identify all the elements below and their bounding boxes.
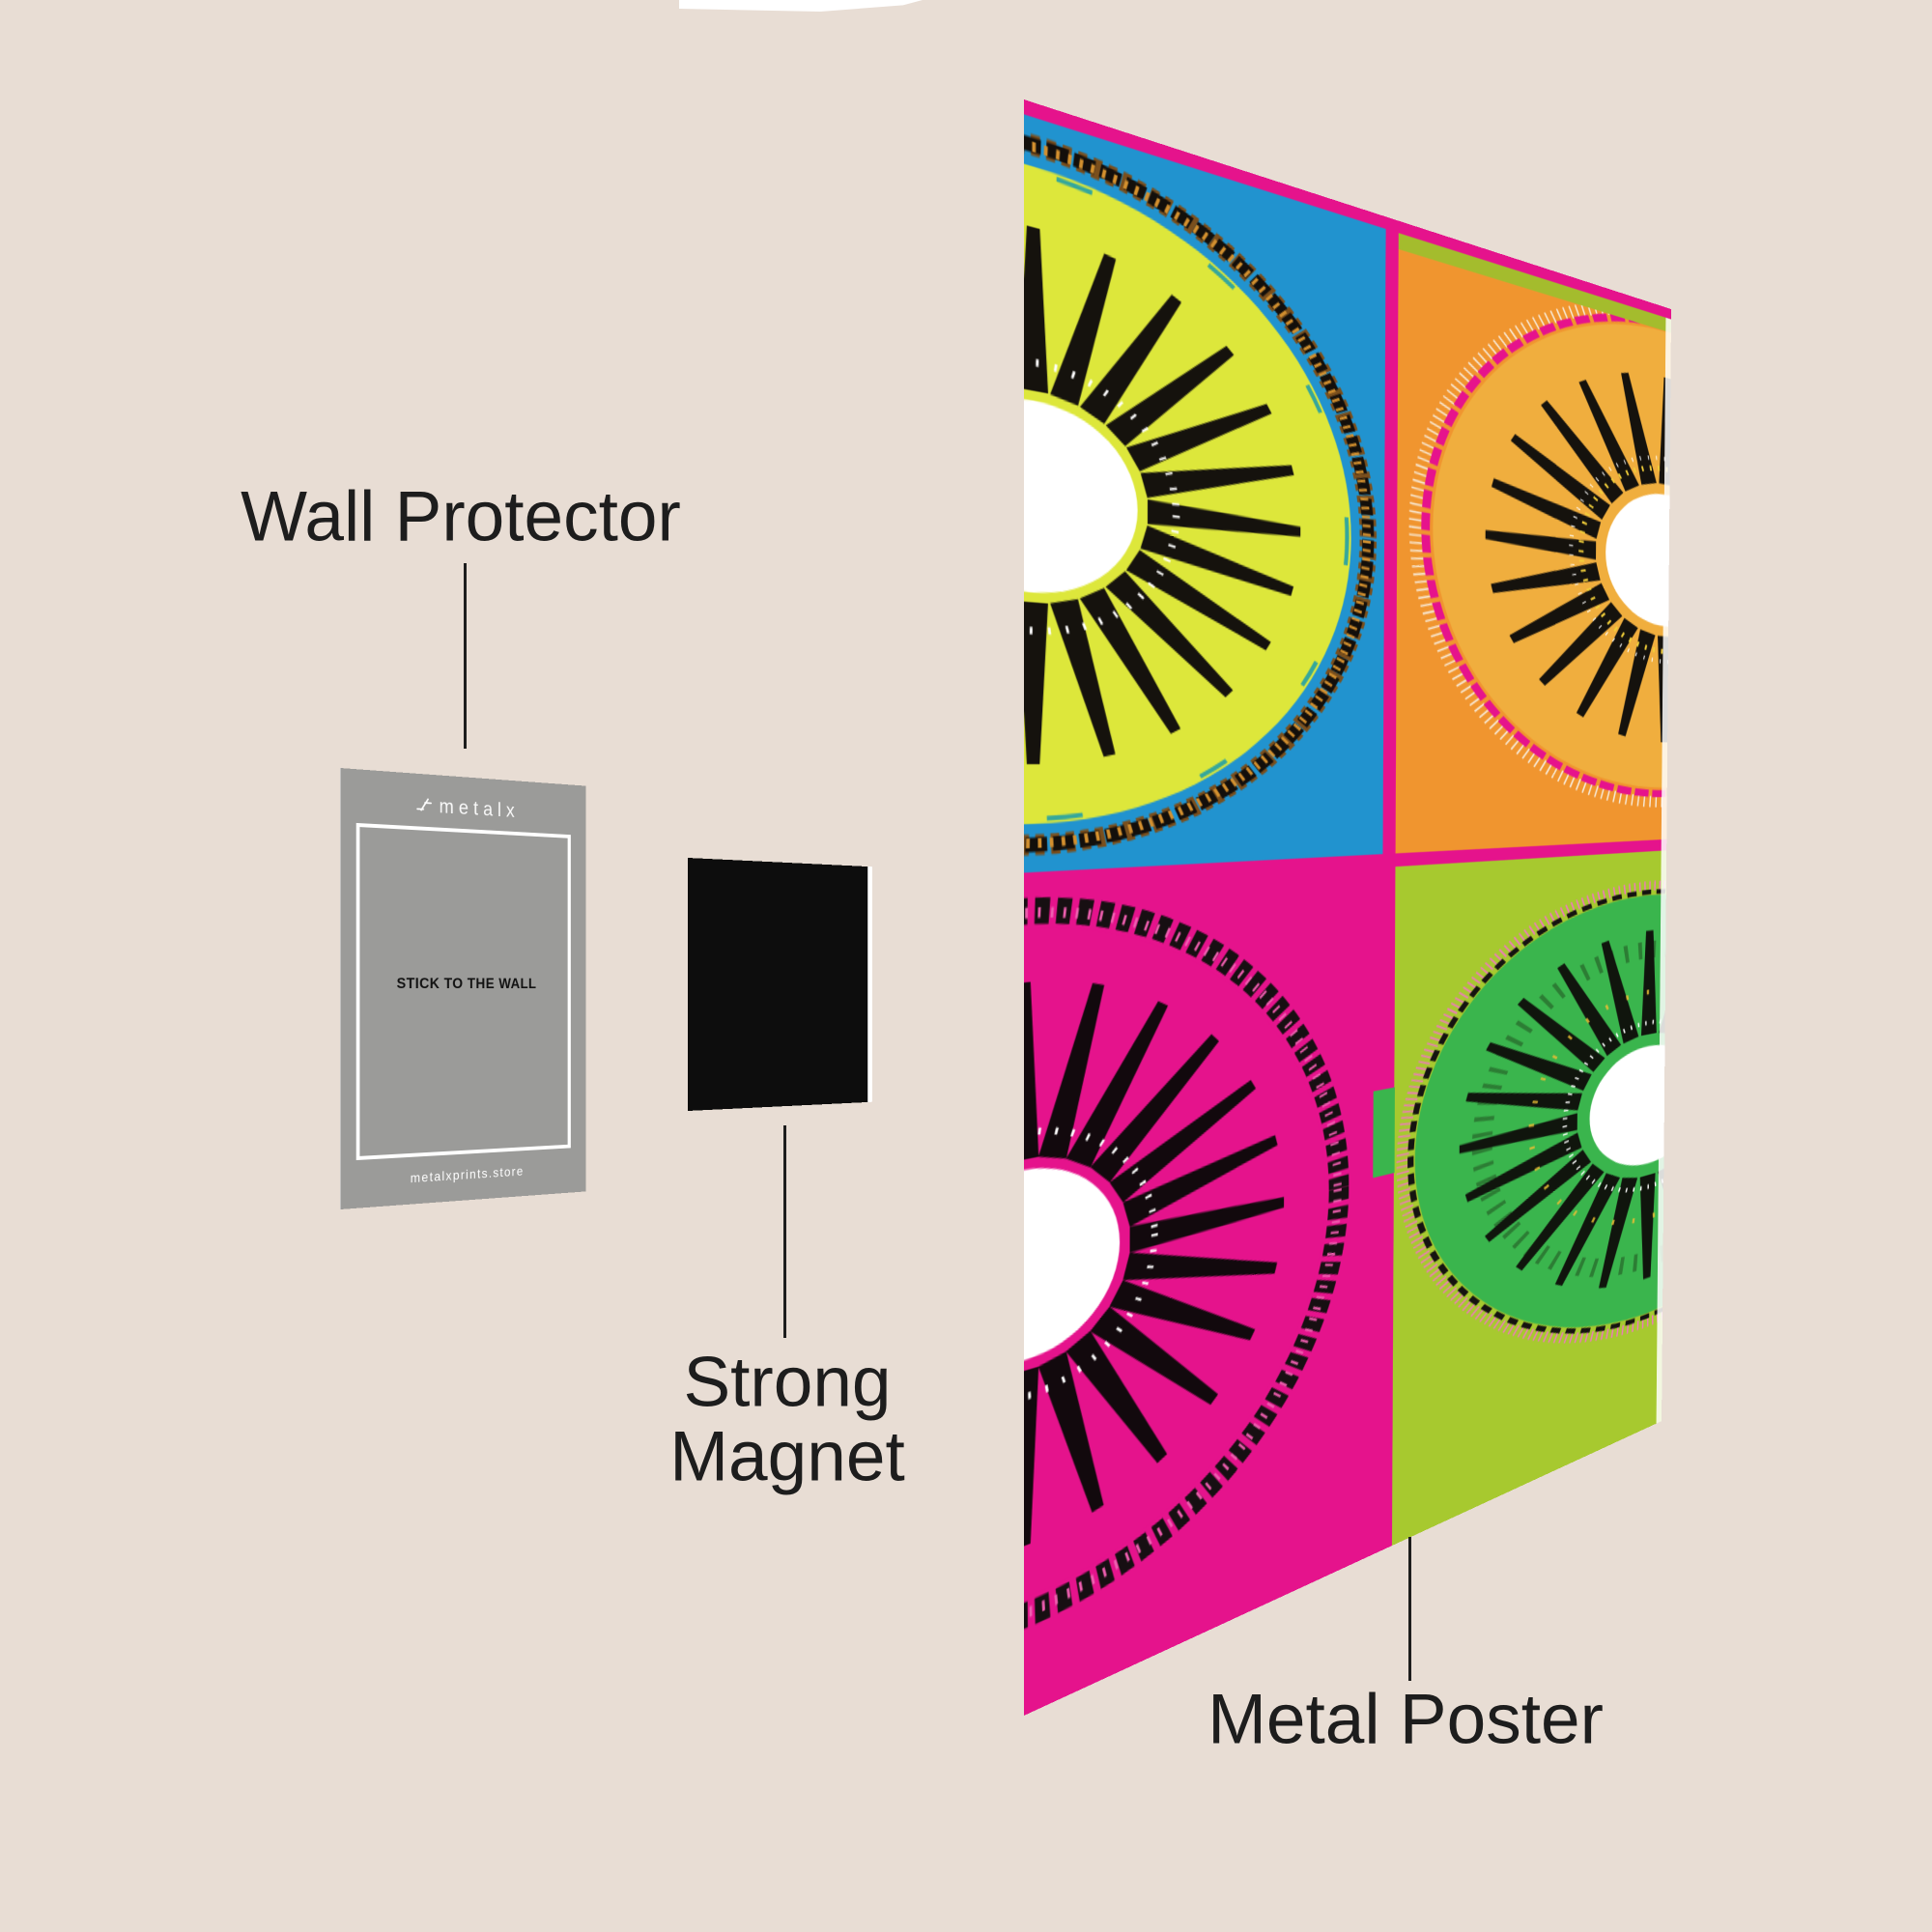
wall-highlight-strip xyxy=(679,0,923,12)
wall-protector-label: Wall Protector xyxy=(241,477,681,556)
strong-magnet-label: Strong Magnet xyxy=(669,1346,905,1493)
kiwi-pop-art-pink xyxy=(1024,867,1382,1717)
brand-logo: metalx xyxy=(340,789,586,827)
kiwi-pop-art-green xyxy=(1392,850,1667,1546)
brand-logo-icon xyxy=(415,796,433,816)
card-website: metalxprints.store xyxy=(410,1163,525,1186)
wall-protector-card: metalx STICK TO THE WALL metalxprints.st… xyxy=(340,768,586,1209)
poster-quadrant-top-right xyxy=(1395,233,1671,854)
metal-poster-label: Metal Poster xyxy=(1208,1680,1604,1759)
magnet-square xyxy=(688,858,872,1111)
poster-quadrant-top-left xyxy=(1024,114,1386,873)
kiwi-pop-art-blue-yellow xyxy=(1024,114,1386,872)
strong-magnet-label-line1: Strong xyxy=(683,1343,892,1422)
kiwi-pop-art-orange xyxy=(1396,249,1671,854)
strong-magnet-label-line2: Magnet xyxy=(669,1417,905,1495)
leader-line-metal-poster xyxy=(1408,1537,1411,1681)
poster-quadrant-bottom-left xyxy=(1024,867,1383,1717)
card-instruction: STICK TO THE WALL xyxy=(396,976,537,992)
leader-line-wall-protector xyxy=(464,563,467,749)
poster-green-overlap-detail xyxy=(1373,1087,1395,1179)
leader-line-strong-magnet xyxy=(783,1125,786,1338)
brand-name: metalx xyxy=(439,795,520,822)
poster-quadrant-bottom-right xyxy=(1391,850,1667,1547)
metal-poster xyxy=(1024,99,1672,1717)
magnet-edge-highlight xyxy=(867,867,872,1102)
